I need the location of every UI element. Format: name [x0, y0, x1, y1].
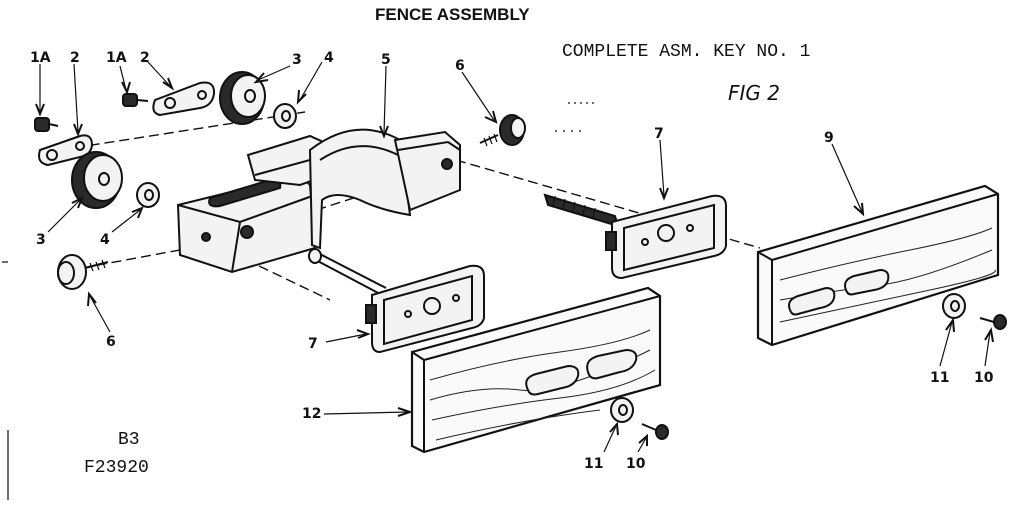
link-plate-upper — [152, 81, 216, 117]
screw-1a-upper — [122, 93, 149, 107]
knob-left — [57, 254, 109, 290]
assembly-key-note: COMPLETE ASM. KEY NO. 1 — [562, 42, 810, 62]
gear-upper — [219, 71, 266, 125]
callout-7-right: 7 — [654, 126, 664, 142]
callout-3-top: 3 — [292, 52, 302, 68]
washer-left — [136, 182, 160, 208]
callout-10-bottom: 10 — [626, 456, 646, 472]
wood-board-front — [410, 286, 662, 454]
callout-3-left: 3 — [36, 232, 46, 248]
callout-4-left: 4 — [100, 232, 110, 248]
callout-2-left: 2 — [70, 50, 80, 66]
callout-1a-left: 1A — [30, 50, 51, 66]
callout-11-right: 11 — [930, 370, 949, 386]
callout-6-top: 6 — [455, 58, 465, 74]
callout-10-right: 10 — [974, 370, 994, 386]
callout-6-left: 6 — [106, 334, 116, 350]
clamp-plate-right — [543, 193, 727, 280]
wood-board-rear — [756, 184, 1000, 347]
screw-10-right — [979, 314, 1007, 330]
diagram-title: FENCE ASSEMBLY — [375, 5, 530, 24]
callout-4-top: 4 — [324, 50, 334, 66]
clamp-plate-left — [308, 248, 485, 354]
callout-11-bottom: 11 — [584, 456, 603, 472]
stray-marks — [555, 102, 598, 132]
fence-bracket — [176, 128, 461, 274]
figure-label: FIG 2 — [728, 81, 780, 105]
washer-upper — [273, 103, 297, 129]
washer-11-bottom — [610, 397, 634, 423]
callout-leaders — [35, 61, 994, 453]
callout-1a-right: 1A — [106, 50, 127, 66]
scan-edge-marks — [2, 261, 9, 500]
screw-1a-left — [34, 117, 59, 132]
callout-5: 5 — [381, 52, 391, 68]
callout-7-left: 7 — [308, 336, 318, 352]
code-b3: B3 — [118, 430, 140, 450]
callout-2-right: 2 — [140, 50, 150, 66]
callout-9: 9 — [824, 130, 834, 146]
screw-10-bottom — [641, 423, 669, 440]
code-f23920: F23920 — [84, 458, 149, 478]
knob-upper — [479, 114, 526, 147]
washer-11-right — [942, 293, 966, 319]
gear-left — [71, 151, 123, 209]
callout-12: 12 — [302, 406, 321, 422]
